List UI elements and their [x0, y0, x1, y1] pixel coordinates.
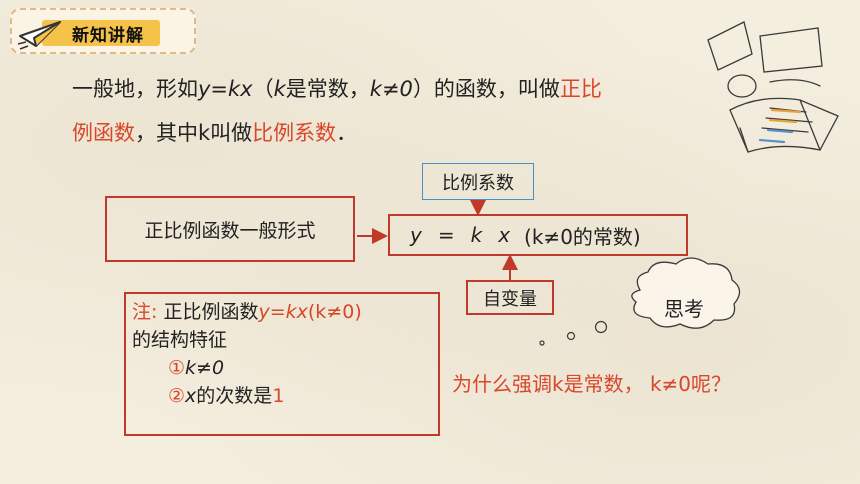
note-item-1: ①k≠0	[132, 354, 438, 382]
note-item-2: ②x的次数是1	[132, 382, 438, 410]
note-box: 注: 正比例函数y=kx(k≠0) 的结构特征 ①k≠0 ②x的次数是1	[124, 292, 440, 436]
general-form-box: 正比例函数一般形式	[105, 196, 355, 262]
note-line-2: 的结构特征	[132, 329, 228, 351]
text: ，其中k叫做	[135, 121, 253, 145]
definition-line-2: 例函数，其中k叫做比例系数．	[72, 118, 357, 148]
coefficient-box: 比例系数	[422, 163, 534, 200]
item-text: 的次数是	[196, 385, 273, 407]
formula-condition: (k≠0的常数)	[524, 224, 641, 249]
note-prefix: 注:	[132, 301, 158, 323]
definition-line-1: 一般地，形如y=kx（k是常数，k≠0）的函数，叫做正比	[72, 74, 602, 104]
text: 正比例函数	[163, 301, 259, 323]
general-form-label: 正比例函数一般形式	[144, 219, 316, 242]
item-number: ①	[168, 357, 186, 379]
variable-label: 自变量	[483, 288, 537, 310]
term-highlight: 例函数	[72, 121, 135, 145]
header-title: 新知讲解	[72, 26, 144, 46]
text: 是常数，	[285, 77, 370, 101]
formula-y: y	[410, 223, 422, 247]
coefficient-label: 比例系数	[442, 172, 514, 194]
item-text: k≠0	[185, 357, 225, 379]
condition: k≠0	[369, 77, 413, 101]
formula: y=kx	[198, 77, 253, 101]
formula-box: y = k x (k≠0的常数)	[388, 214, 688, 256]
text: （	[252, 77, 274, 101]
section-header: 新知讲解	[10, 8, 196, 54]
note-line-1: 注: 正比例函数y=kx(k≠0)	[132, 298, 438, 326]
variable-box: 自变量	[466, 280, 554, 315]
text: ．	[336, 121, 358, 145]
item-number: ②	[168, 385, 186, 407]
text: ）的函数，叫做	[412, 77, 560, 101]
formula-k: k	[470, 223, 483, 247]
term-highlight: 比例系数	[252, 121, 337, 145]
condition: (k≠0)	[307, 301, 362, 323]
formula-x: x	[498, 223, 511, 247]
text: 一般地，形如	[72, 77, 198, 101]
term-highlight: 正比	[559, 77, 602, 101]
text: k	[273, 77, 286, 101]
question-text: 为什么强调k是常数， k≠0呢？	[452, 372, 732, 396]
thought-bubble-text: 思考	[664, 297, 704, 321]
formula-equals: =	[437, 223, 455, 247]
paper-plane-icon	[17, 21, 61, 50]
header-highlight	[42, 20, 160, 46]
formula: y=kx	[258, 301, 308, 323]
item-var: x	[185, 385, 197, 407]
item-value: 1	[272, 385, 285, 407]
